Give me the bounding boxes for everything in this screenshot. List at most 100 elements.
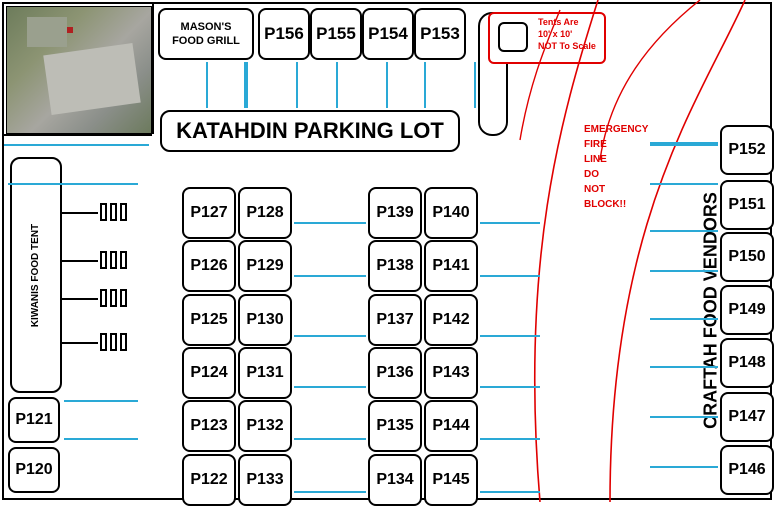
parking-line: [336, 62, 338, 108]
plot-p127: P127: [182, 187, 236, 239]
plot-p141: P141: [424, 240, 478, 292]
parking-line: [480, 438, 540, 440]
parking-line: [64, 400, 138, 402]
plot-p155: P155: [310, 8, 362, 60]
plot-p154: P154: [362, 8, 414, 60]
scale-note-line2: 10' x 10': [538, 29, 573, 39]
parking-line: [480, 491, 540, 493]
plot-p140: P140: [424, 187, 478, 239]
plot-p126: P126: [182, 240, 236, 292]
parking-line: [650, 142, 718, 144]
plot-p145: P145: [424, 454, 478, 506]
parking-line: [650, 144, 718, 146]
plot-p135: P135: [368, 400, 422, 452]
parking-line: [480, 275, 540, 277]
parking-line: [424, 62, 426, 108]
parking-line: [386, 62, 388, 108]
plot-p123: P123: [182, 400, 236, 452]
emergency-line-3: DO: [584, 169, 599, 180]
parking-line: [650, 230, 718, 232]
plot-p150: P150: [720, 232, 774, 282]
parking-line: [650, 318, 718, 320]
grill-label-line1: MASON'S: [180, 21, 232, 33]
parking-line: [474, 62, 476, 108]
parking-line: [294, 275, 366, 277]
plot-p139: P139: [368, 187, 422, 239]
kiwanis-label: KIWANIS FOOD TENT: [30, 223, 42, 327]
parking-line: [294, 222, 366, 224]
emergency-line-5: BLOCK!!: [584, 199, 627, 210]
kiwanis-food-tent: KIWANIS FOOD TENT: [10, 157, 62, 393]
divider: [4, 134, 152, 136]
emergency-line-1: FIRE: [584, 139, 607, 150]
parking-line: [62, 212, 98, 214]
plot-p134: P134: [368, 454, 422, 506]
plot-p121: P121: [8, 397, 60, 443]
plot-p132: P132: [238, 400, 292, 452]
parking-line: [244, 62, 246, 108]
tent-sign-icon: [100, 251, 127, 269]
page-title: KATAHDIN PARKING LOT: [160, 110, 460, 152]
parking-line: [294, 438, 366, 440]
tent-sign-icon: [100, 203, 127, 221]
plot-p146: P146: [720, 445, 774, 495]
plot-p124: P124: [182, 347, 236, 399]
plot-p129: P129: [238, 240, 292, 292]
parking-line: [296, 62, 298, 108]
plot-p136: P136: [368, 347, 422, 399]
parking-line: [480, 335, 540, 337]
tent-sign-icon: [100, 289, 127, 307]
plot-p153: P153: [414, 8, 466, 60]
parking-line: [480, 386, 540, 388]
plot-p131: P131: [238, 347, 292, 399]
parking-line: [62, 298, 98, 300]
plot-p128: P128: [238, 187, 292, 239]
plot-p149: P149: [720, 285, 774, 335]
scale-note-line1: Tents Are: [538, 17, 579, 27]
parking-line: [62, 260, 98, 262]
craftah-food-vendors-label: CRAFTAH FOOD VENDORS: [700, 192, 721, 429]
parking-line: [650, 270, 718, 272]
parking-line: [650, 183, 718, 185]
plot-p151: P151: [720, 180, 774, 230]
parking-line: [294, 335, 366, 337]
plot-p130: P130: [238, 294, 292, 346]
parking-line: [650, 466, 718, 468]
plot-p147: P147: [720, 392, 774, 442]
parking-line: [650, 416, 718, 418]
parking-line: [62, 342, 98, 344]
emergency-line-0: EMERGENCY: [584, 124, 649, 135]
plot-p120: P120: [8, 447, 60, 493]
parking-line: [4, 144, 149, 146]
plot-p156: P156: [258, 8, 310, 60]
divider: [152, 4, 154, 134]
tent-example-square: [498, 22, 528, 52]
plot-p122: P122: [182, 454, 236, 506]
parking-line: [64, 438, 138, 440]
parking-line: [294, 386, 366, 388]
emergency-line-4: NOT: [584, 184, 606, 195]
plot-p137: P137: [368, 294, 422, 346]
grill-label-line2: FOOD GRILL: [172, 35, 240, 47]
scale-note-line3: NOT To Scale: [538, 41, 596, 51]
emergency-fire-line-note: EMERGENCY FIRE LINE DO NOT BLOCK!!: [584, 122, 648, 212]
aerial-photo: [6, 6, 152, 134]
parking-line: [294, 491, 366, 493]
parking-line: [650, 366, 718, 368]
masons-food-grill: MASON'S FOOD GRILL: [158, 8, 254, 60]
tent-sign-icon: [100, 333, 127, 351]
plot-p125: P125: [182, 294, 236, 346]
emergency-line-2: LINE: [584, 154, 607, 165]
parking-line: [246, 62, 248, 108]
plot-p133: P133: [238, 454, 292, 506]
plot-p148: P148: [720, 338, 774, 388]
plot-p142: P142: [424, 294, 478, 346]
parking-line: [64, 183, 138, 185]
plot-p143: P143: [424, 347, 478, 399]
plot-p138: P138: [368, 240, 422, 292]
parking-line: [480, 222, 540, 224]
plot-p152: P152: [720, 125, 774, 175]
parking-line: [206, 62, 208, 108]
plot-p144: P144: [424, 400, 478, 452]
